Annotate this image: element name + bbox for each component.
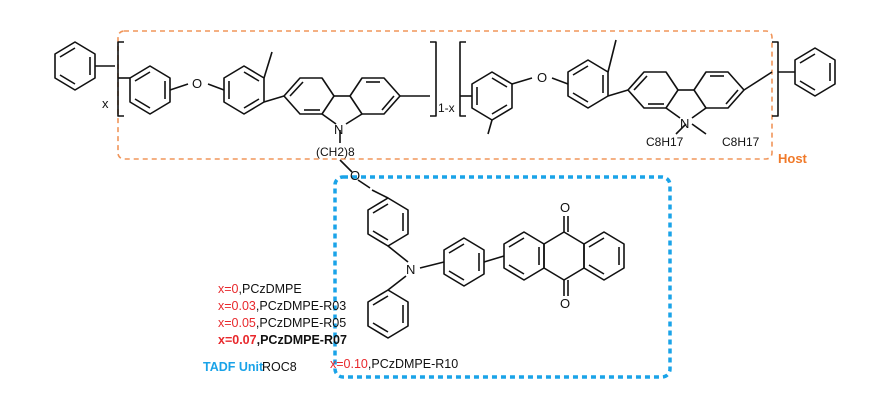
legend-sample-name: PCzDMPE-R05: [259, 316, 347, 330]
carbazole-2-nitrogen: N: [680, 116, 689, 131]
legend-x-value: x=0.03: [218, 299, 256, 313]
methylphenyl-ring-c: [471, 71, 513, 121]
octyl-label-a: C8H17: [646, 135, 684, 149]
bracket-2-left: [459, 41, 466, 117]
legend-x-value: x=0.05: [218, 316, 256, 330]
legend-x-value: x=0: [218, 282, 239, 296]
bracket-1-right: [430, 41, 437, 117]
legend-x-value: x=0.07: [218, 333, 257, 347]
legend-row: x=0.03,PCzDMPE-R03: [218, 299, 347, 313]
tadf-unit-label: TADF Unit: [203, 360, 264, 374]
anthraquinone-ring-right: [583, 231, 625, 281]
tadf-lower-phenyl: [367, 289, 409, 339]
carbazole-1-nitrogen: N: [334, 122, 343, 137]
host-label: Host: [778, 151, 808, 166]
amine-nitrogen: N: [406, 262, 415, 277]
phenyl-ring-a: [129, 65, 171, 115]
bracket-2-right: [772, 41, 779, 117]
legend-sample-name: PCzDMPE-R10: [371, 357, 459, 371]
legend-sample-name: PCzDMPE: [242, 282, 302, 296]
carbonyl-oxygen-bottom: O: [560, 296, 570, 311]
legend-row: x=0.05,PCzDMPE-R05: [218, 316, 347, 330]
legend-x-value: x=0.10: [330, 357, 368, 371]
carbonyl-oxygen-top: O: [560, 200, 570, 215]
octyl-label-b: C8H17: [722, 135, 760, 149]
repeat-1mx-label: 1-x: [438, 101, 455, 115]
ether-oxygen-1: O: [192, 76, 202, 91]
legend-row: x=0,PCzDMPE: [218, 282, 302, 296]
alkyl-chain-label: (CH2)8: [316, 145, 355, 159]
legend-row: x=0.07,PCzDMPE-R07: [218, 333, 347, 347]
repeat-x-label: x: [102, 96, 109, 111]
ether-oxygen-2: O: [537, 70, 547, 85]
phenyl-ring-right: [794, 47, 836, 97]
tadf-phenoxy-ring: [367, 197, 409, 247]
linker-oxygen: O: [350, 168, 360, 183]
legend-sample-name: PCzDMPE-R07: [260, 333, 347, 347]
phenyl-ring-left: [54, 41, 96, 91]
bracket-1-left: [117, 41, 124, 117]
tadf-prefix-label: ROC8: [262, 360, 297, 374]
tadf-middle-phenyl: [443, 237, 485, 287]
legend-sample-name: PCzDMPE-R03: [259, 299, 347, 313]
tadf-box: [333, 175, 672, 379]
legend-row: x=0.10,PCzDMPE-R10: [330, 357, 459, 371]
